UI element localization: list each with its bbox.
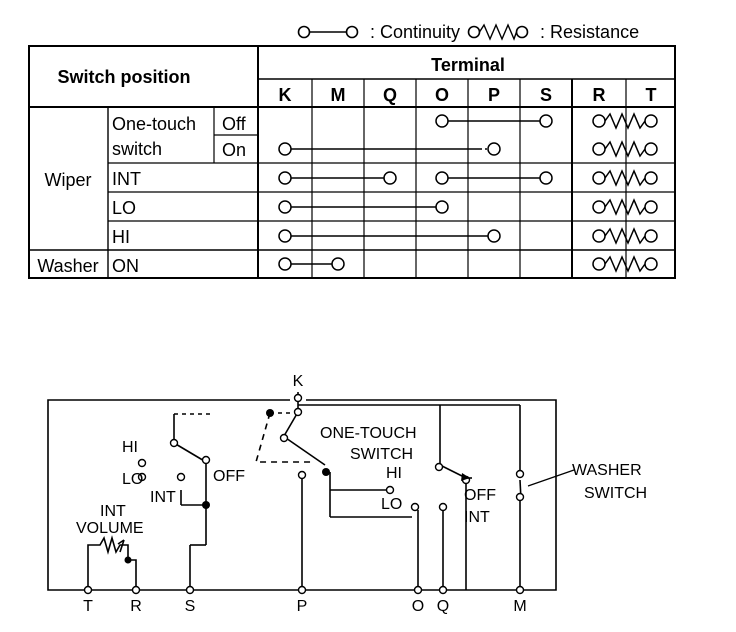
- terminal-m-label: M: [513, 598, 526, 615]
- left-off-label: OFF: [213, 468, 245, 485]
- row-washer-on-continuity: [278, 257, 345, 271]
- right-off-label: OFF: [464, 487, 496, 504]
- row-off-label: Off: [222, 114, 247, 134]
- row-hi-continuity: [278, 229, 501, 243]
- terminal-header: Terminal: [431, 55, 505, 75]
- wiper-group-label: Wiper: [44, 170, 91, 190]
- terminal-s-header: S: [540, 85, 552, 105]
- terminal-q-label: Q: [437, 598, 449, 615]
- washer-switch-label-line2: SWITCH: [584, 485, 647, 502]
- row-off-continuity: [435, 114, 553, 128]
- terminal-k-header: K: [279, 85, 292, 105]
- resistance-legend-label: : Resistance: [540, 21, 640, 42]
- switch-position-header: Switch position: [58, 67, 191, 87]
- terminal-s-label: S: [185, 598, 196, 615]
- resistance-symbol-icon: [467, 23, 529, 41]
- row-int-label: INT: [112, 169, 141, 189]
- terminal-q-header: Q: [383, 85, 397, 105]
- right-hi-label: HI: [386, 465, 402, 482]
- one-touch-label-line1: One-touch: [112, 114, 196, 134]
- terminal-o-label: O: [412, 598, 424, 615]
- one-touch-switch-label-line1: ONE-TOUCH: [320, 425, 417, 442]
- terminal-t-header: T: [646, 85, 657, 105]
- row-on-continuity: [278, 142, 501, 156]
- terminal-p-label: P: [297, 598, 308, 615]
- terminal-k-label: K: [293, 373, 304, 390]
- row-lo-continuity: [278, 200, 449, 214]
- resistance-rt-marks: [592, 112, 658, 273]
- washer-switch-label-line1: WASHER: [572, 462, 642, 479]
- left-int-label: INT: [150, 489, 176, 506]
- one-touch-switch-label-line2: SWITCH: [350, 446, 413, 463]
- terminal-t-label: T: [83, 598, 93, 615]
- right-int-label: INT: [464, 509, 490, 526]
- continuity-legend-label: : Continuity: [370, 21, 461, 42]
- washer-group-label: Washer: [37, 256, 98, 276]
- row-int-continuity: [278, 171, 553, 185]
- continuity-table: Switch position Terminal K M Q O P S R T…: [28, 45, 676, 279]
- continuity-symbol-icon: [297, 25, 359, 39]
- int-volume-label-line1: INT: [100, 503, 126, 520]
- left-hi-label: HI: [122, 439, 138, 456]
- terminal-o-header: O: [435, 85, 449, 105]
- row-hi-label: HI: [112, 227, 130, 247]
- int-volume-label-line2: VOLUME: [76, 520, 144, 537]
- row-lo-label: LO: [112, 198, 136, 218]
- terminal-m-header: M: [331, 85, 346, 105]
- terminal-p-header: P: [488, 85, 500, 105]
- terminal-r-header: R: [593, 85, 606, 105]
- right-lo-label: LO: [381, 496, 402, 513]
- row-washer-on-label: ON: [112, 256, 139, 276]
- left-lo-label: LO: [122, 471, 143, 488]
- terminal-r-label: R: [130, 598, 142, 615]
- row-on-label: On: [222, 140, 246, 160]
- legend: : Continuity : Resistance: [296, 18, 645, 46]
- one-touch-label-line2: switch: [112, 139, 162, 159]
